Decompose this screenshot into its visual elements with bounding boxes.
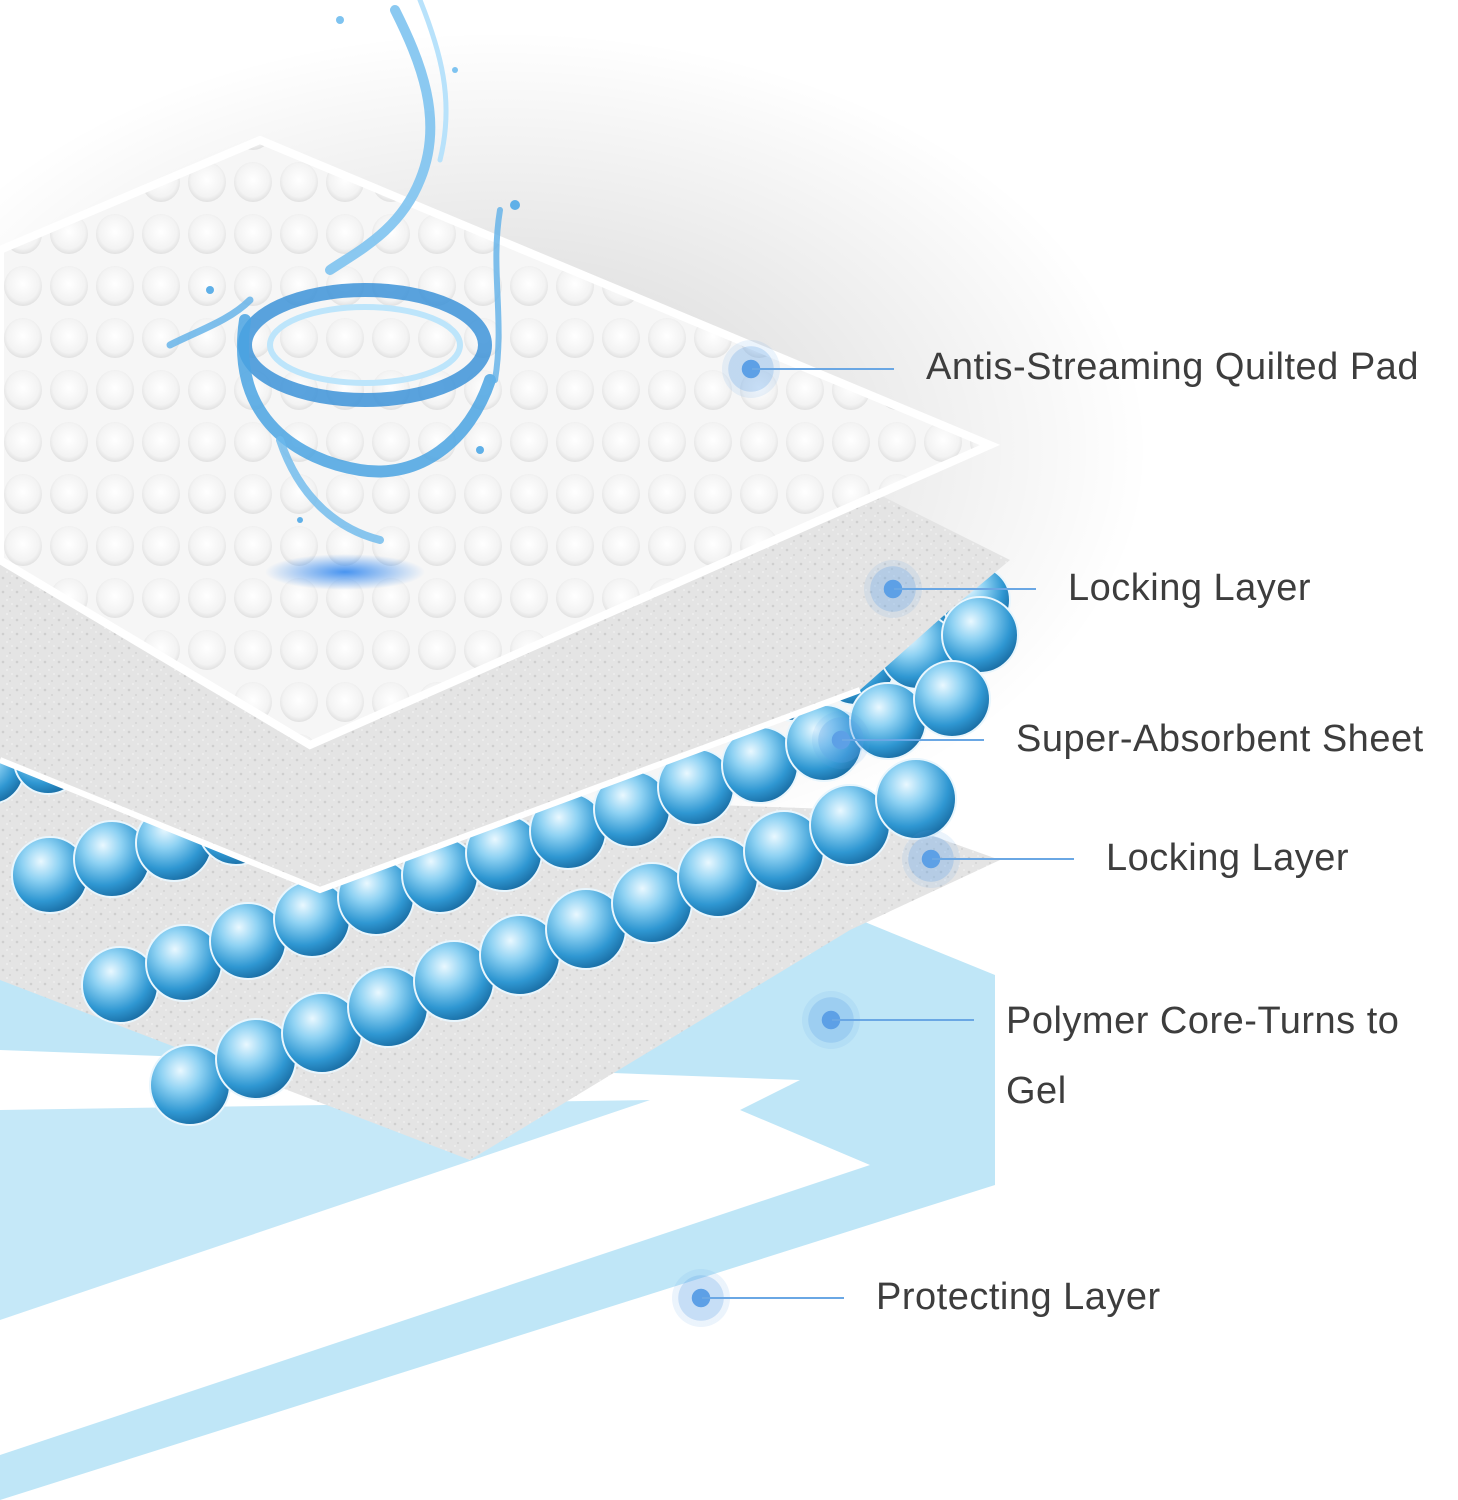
polymer-bead (875, 758, 957, 840)
polymer-bead (913, 660, 991, 738)
water-splash-icon (166, 0, 520, 544)
wet-spot (265, 554, 425, 590)
quilted-pad-shape (0, 135, 1001, 750)
